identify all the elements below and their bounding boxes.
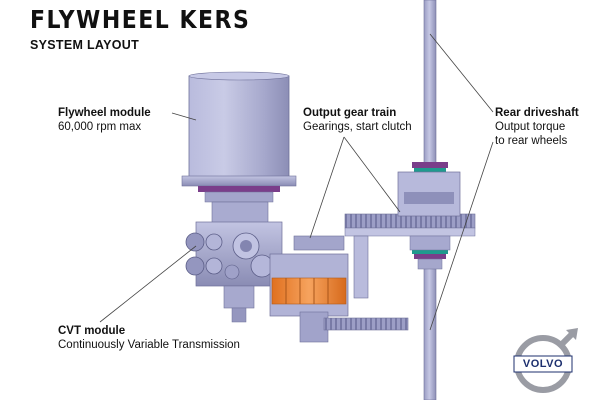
label-cvt-head: CVT module [58, 325, 126, 337]
leader-flywheel [171, 112, 197, 121]
leader-rear-bottom [429, 141, 494, 331]
leader-output-right [343, 136, 401, 213]
label-rear-sub1: Output torque [495, 121, 566, 133]
volvo-logo-text: VOLVO [522, 358, 564, 370]
label-rear-head: Rear driveshaft [495, 107, 579, 119]
label-output-head: Output gear train [303, 107, 397, 119]
flywheel-module [181, 71, 297, 203]
label-cvt-module: CVT module Continuously Variable Transmi… [58, 324, 240, 352]
label-output-sub: Gearings, start clutch [303, 121, 412, 133]
label-cvt-sub: Continuously Variable Transmission [58, 339, 240, 351]
leader-rear-top [429, 33, 494, 113]
volvo-logo [513, 328, 578, 393]
label-rear-sub2: to rear wheels [495, 135, 568, 147]
label-flywheel-head: Flywheel module [58, 107, 151, 119]
page-title: FLYWHEEL KERS [30, 6, 251, 35]
cvt-module [185, 201, 283, 323]
leader-output-left [309, 136, 345, 239]
label-flywheel-sub: 60,000 rpm max [58, 121, 142, 133]
label-rear-driveshaft: Rear driveshaft Output torque to rear wh… [495, 106, 579, 148]
label-flywheel-module: Flywheel module 60,000 rpm max [58, 106, 151, 134]
leader-cvt [99, 245, 197, 323]
label-output-gear-train: Output gear train Gearings, start clutch [303, 106, 412, 134]
page-subtitle: SYSTEM LAYOUT [30, 38, 140, 52]
leader-lines [99, 33, 494, 331]
output-gear-train [269, 171, 476, 343]
